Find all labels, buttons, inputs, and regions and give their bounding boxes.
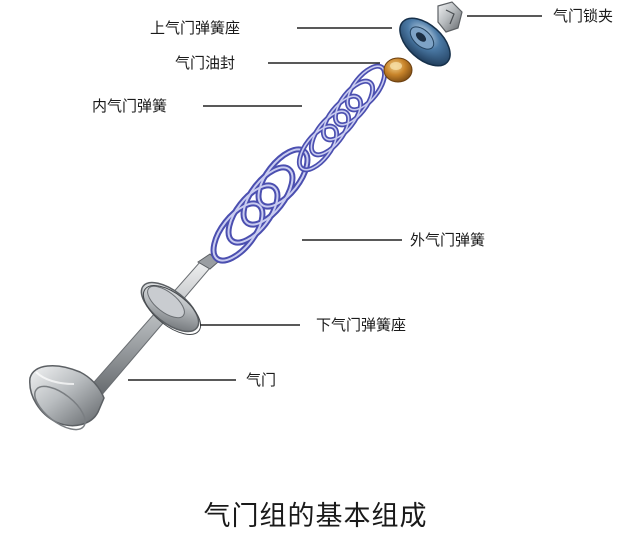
- outer-spring-icon: [210, 146, 311, 264]
- label-valve: 气门: [246, 371, 277, 389]
- label-oil-seal: 气门油封: [175, 54, 236, 72]
- upper-spring-seat-icon: [399, 17, 451, 67]
- label-upper-spring-seat: 上气门弹簧座: [150, 19, 241, 37]
- valve-icon: [29, 253, 219, 431]
- inner-spring-icon: [296, 63, 388, 173]
- oil-seal-icon: [383, 57, 413, 83]
- valve-keeper-icon: [437, 1, 463, 33]
- label-lower-spring-seat: 下气门弹簧座: [316, 316, 407, 334]
- lower-spring-seat-icon: [140, 281, 202, 335]
- label-valve-keeper: 气门锁夹: [553, 7, 614, 25]
- diagram-caption: 气门组的基本组成: [203, 501, 428, 532]
- leader-lines: [128, 15, 542, 381]
- label-outer-spring: 外气门弹簧: [410, 231, 486, 249]
- label-inner-spring: 内气门弹簧: [92, 97, 168, 115]
